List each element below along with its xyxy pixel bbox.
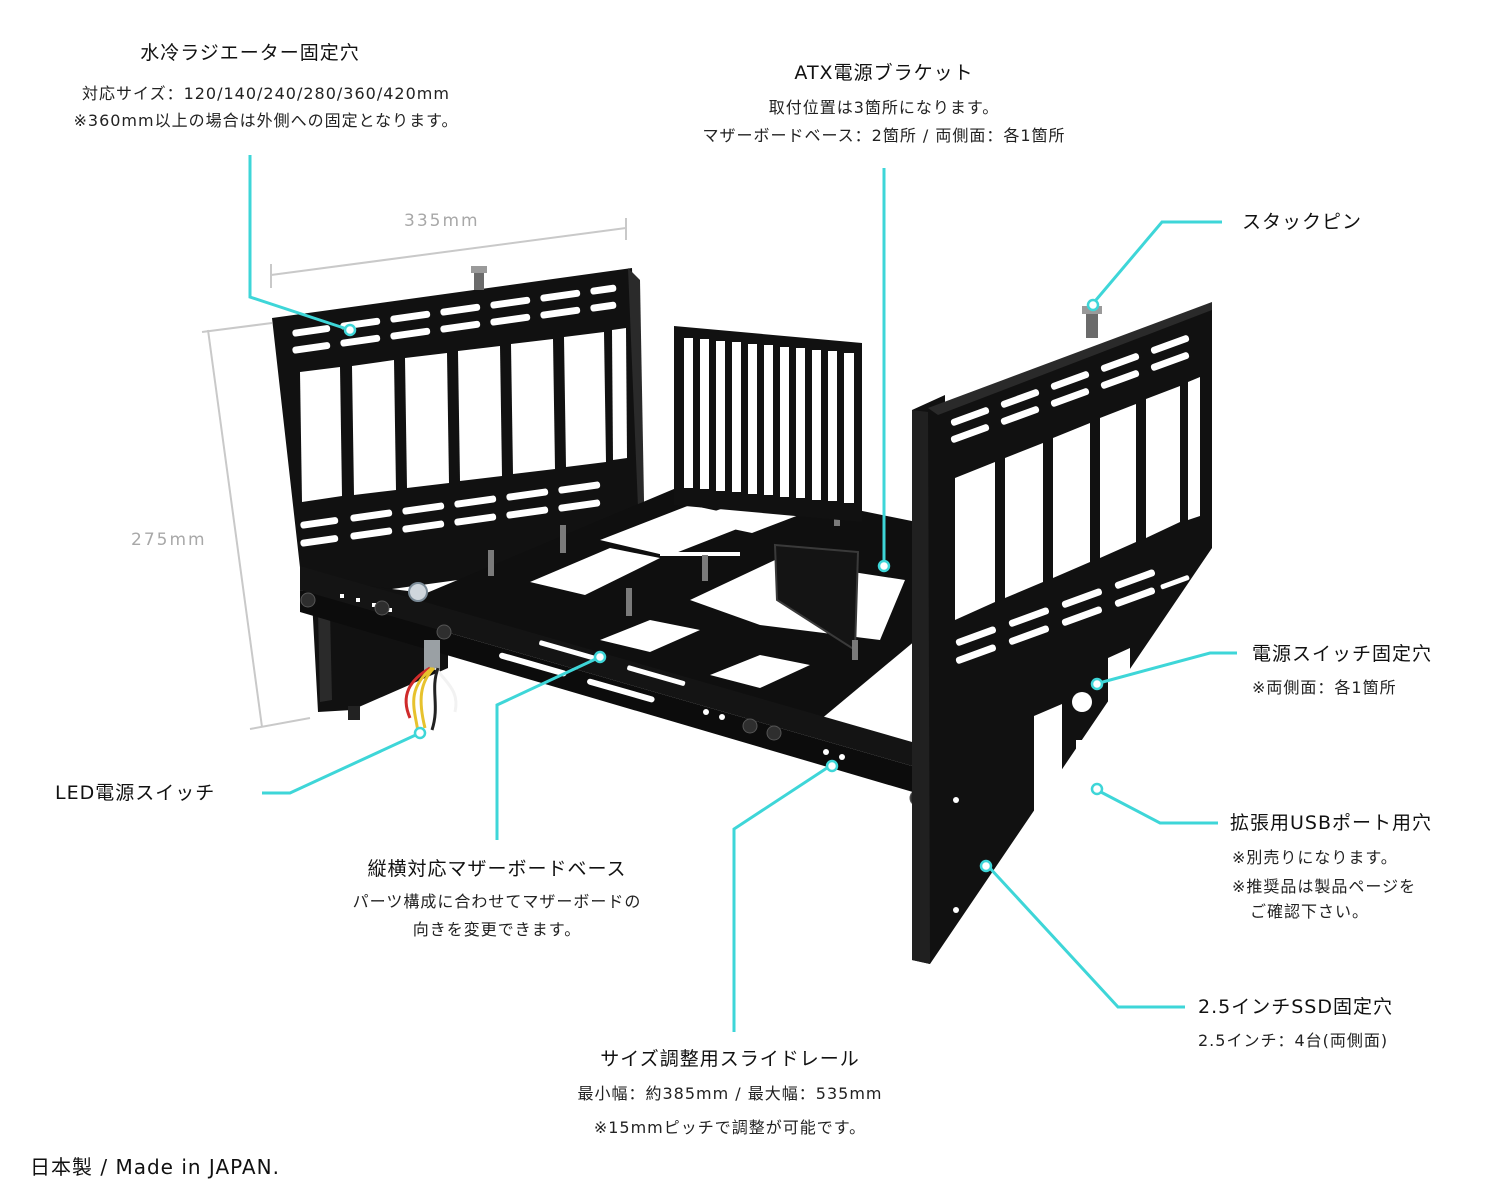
left-side-panel — [272, 266, 645, 612]
usb-port-callout-title: 拡張用USBポート用穴 — [1230, 812, 1433, 834]
dimension-lines — [201, 218, 627, 730]
power-switch-hole-callout-line1: ※両側面：各1箇所 — [1252, 678, 1397, 697]
usb-port-callout-line2: ※推奨品は製品ページを — [1232, 877, 1417, 896]
slide-rail-callout-line2: ※15mmピッチで調整が可能です。 — [593, 1118, 867, 1137]
radiator-callout-line2: ※360mm以上の場合は外側への固定となります。 — [73, 111, 459, 130]
mb-base-callout-line1: パーツ構成に合わせてマザーボードの — [352, 892, 642, 911]
led-switch-assembly — [404, 640, 458, 733]
mb-base-callout-line2: 向きを変更できます。 — [412, 920, 582, 939]
expansion-bracket — [674, 326, 862, 522]
stack-pin-callout-title: スタックピン — [1242, 211, 1363, 233]
slide-rail-callout-line1: 最小幅：約385mm / 最大幅：535mm — [577, 1084, 883, 1103]
atx-bracket-callout-title: ATX電源ブラケット — [794, 62, 974, 84]
slide-rail-callout-title: サイズ調整用スライドレール — [600, 1048, 860, 1070]
atx-bracket-callout-line1: 取付位置は3箇所になります。 — [768, 98, 1000, 117]
ssd-callout-line1: 2.5インチ：4台(両側面) — [1198, 1031, 1389, 1050]
ssd-callout-title: 2.5インチSSD固定穴 — [1198, 996, 1393, 1018]
usb-port-callout-line3: ご確認下さい。 — [1250, 902, 1370, 921]
right-side-panel — [912, 302, 1212, 964]
callout-dots — [343, 298, 1104, 873]
usb-port-callout-line1: ※別売りになります。 — [1232, 848, 1398, 867]
radiator-callout-line1: 対応サイズ：120/140/240/280/360/420mm — [82, 84, 450, 103]
made-in-label: 日本製 / Made in JAPAN. — [30, 1155, 280, 1179]
led-switch-callout-title: LED電源スイッチ — [55, 782, 216, 804]
height-dimension-label: 275mm — [131, 530, 207, 550]
callout-lines — [248, 155, 1237, 1032]
width-dimension-label: 335mm — [404, 211, 480, 231]
atx-bracket-callout-line2: マザーボードベース：2箇所 / 両側面：各1箇所 — [702, 126, 1066, 145]
motherboard-base — [410, 476, 1030, 720]
radiator-callout-title: 水冷ラジエーター固定穴 — [140, 42, 360, 64]
power-switch-hole-callout-title: 電源スイッチ固定穴 — [1252, 643, 1433, 665]
mb-base-callout-title: 縦横対応マザーボードベース — [367, 858, 627, 880]
